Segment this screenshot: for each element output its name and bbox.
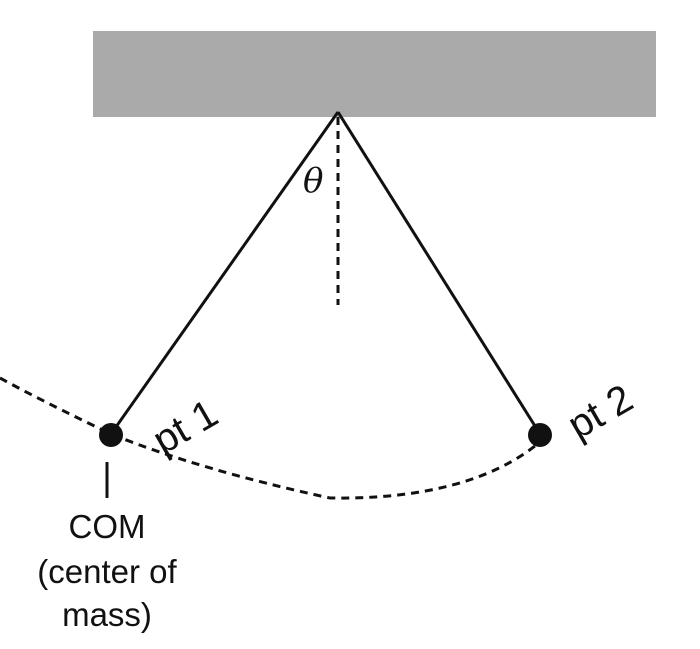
com-label-line2: (center of: [37, 553, 177, 590]
pt2-label: pt 2: [561, 376, 641, 447]
com-label-line1: COM: [69, 508, 146, 545]
swing-arc: [0, 376, 541, 500]
com-label-line3: mass): [62, 596, 152, 633]
pt1-bob: [99, 423, 123, 447]
ceiling-support: [93, 31, 656, 117]
pt2-bob: [528, 423, 552, 447]
string-to-pt1: [109, 111, 340, 435]
string-to-pt2: [336, 111, 542, 435]
angle-label: θ: [303, 161, 323, 201]
